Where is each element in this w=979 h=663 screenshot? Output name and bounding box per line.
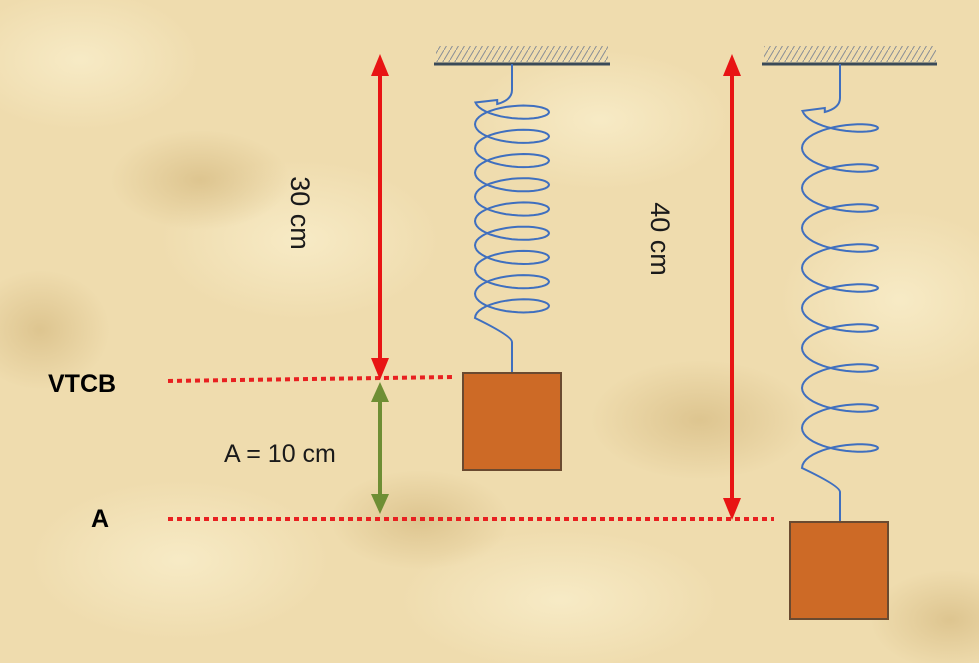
spring-left (473, 64, 551, 373)
block-left (462, 372, 562, 471)
ceiling-right (762, 46, 937, 66)
spring-right (800, 64, 880, 522)
amplitude-value-label: A = 10 cm (224, 440, 336, 468)
amplitude-arrow (371, 382, 389, 514)
length-rest-label: 30 cm (285, 176, 315, 250)
block-right (789, 521, 889, 620)
amplitude-level-label: A (91, 505, 109, 533)
length-stretched-arrow (723, 54, 741, 520)
equilibrium-label: VTCB (48, 370, 116, 398)
length-rest-arrow (371, 54, 389, 380)
equilibrium-dotted-line (167, 375, 453, 383)
length-stretched-label: 40 cm (645, 202, 675, 276)
ceiling-left (434, 46, 610, 66)
